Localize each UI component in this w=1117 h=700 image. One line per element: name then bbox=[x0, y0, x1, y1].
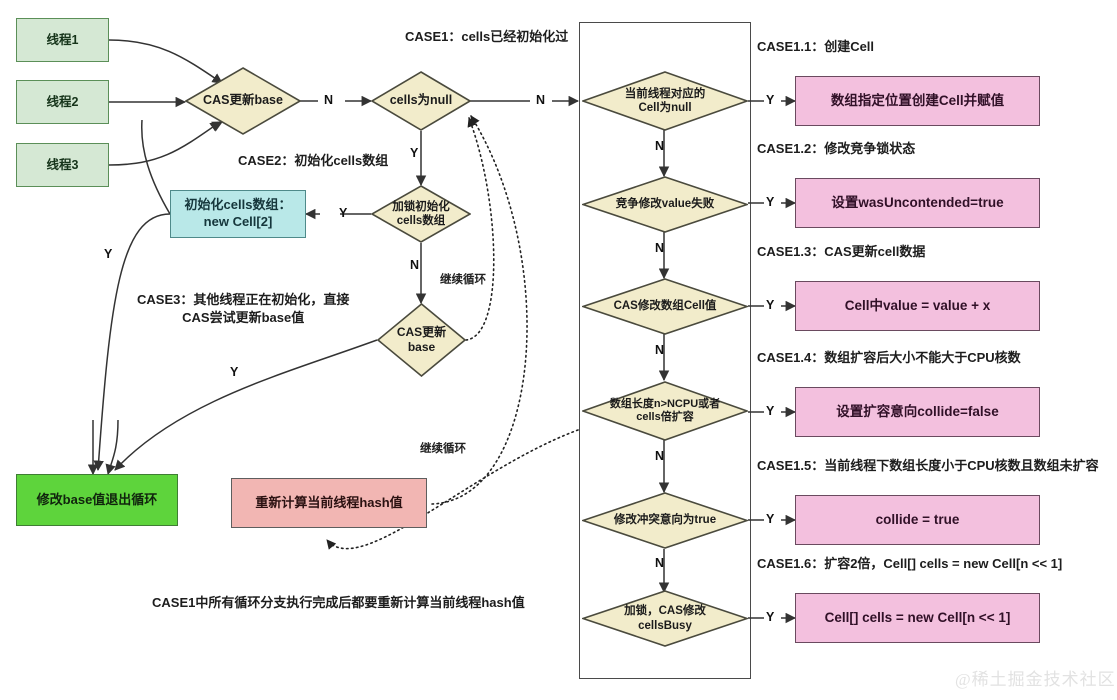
process-recompute-hash[interactable]: 重新计算当前线程hash值 bbox=[231, 478, 427, 528]
result-box-case1-2[interactable]: 设置wasUncontended=true bbox=[795, 178, 1040, 228]
caption-case1-2: CASE1.2：修改竞争锁状态 bbox=[757, 141, 916, 156]
edge-label-n-lock-to-cas2: N bbox=[410, 258, 420, 272]
edge-label-y-cells-to-lock: Y bbox=[410, 146, 419, 160]
edge-thread1-to-cas bbox=[108, 39, 223, 84]
edge-label-y-cas2-to-exit: Y bbox=[230, 365, 239, 379]
caption-case3: CASE3：其他线程正在初始化，直接 CAS尝试更新base值 bbox=[137, 292, 350, 325]
edge-label-y-case1-4: Y bbox=[766, 404, 775, 418]
edge-exit-arrow-b bbox=[105, 419, 119, 476]
edge-label-y-case1-6: Y bbox=[766, 610, 775, 624]
edge-label-y-case1-2: Y bbox=[766, 195, 775, 209]
caption-case1-1: CASE1.1：创建Cell bbox=[757, 39, 875, 54]
result-box-case1-4[interactable]: 设置扩容意向collide=false bbox=[795, 387, 1040, 437]
edge-label-y-case1-1: Y bbox=[766, 93, 775, 107]
decision-array-len-gt-ncpu[interactable]: 数组长度n>NCPU或者 cells倍扩容 bbox=[582, 381, 748, 441]
edge-dotted-hash-to-cellsnull bbox=[431, 115, 528, 505]
edge-label-y-case1-5: Y bbox=[766, 512, 775, 526]
edge-label-n-case1-3: N bbox=[655, 343, 665, 357]
edge-label-n-cells-to-column: N bbox=[536, 93, 546, 107]
caption-case1-6: CASE1.6：扩容2倍，Cell[] cells = new Cell[n <… bbox=[757, 556, 1063, 571]
decision-thread-cell-null[interactable]: 当前线程对应的 Cell为null bbox=[582, 71, 748, 131]
thread-box-1[interactable]: 线程1 bbox=[16, 18, 109, 62]
caption-loop-continue-2: 继续循环 bbox=[420, 443, 466, 455]
edge-label-y-init-to-exit: Y bbox=[104, 247, 113, 261]
decision-cells-is-null[interactable]: cells为null bbox=[371, 71, 471, 131]
caption-case1-5: CASE1.5：当前线程下数组长度小于CPU核数且数组未扩容 bbox=[757, 458, 1099, 473]
edge-thread3-to-cas bbox=[108, 121, 221, 166]
edge-label-n-case1-2: N bbox=[655, 241, 665, 255]
thread-box-3[interactable]: 线程3 bbox=[16, 143, 109, 187]
caption-footer-note: CASE1中所有循环分支执行完成后都要重新计算当前线程hash值 bbox=[152, 595, 525, 610]
edge-cas2-to-exit bbox=[114, 339, 378, 471]
watermark: @稀土掘金技术社区 bbox=[955, 670, 1116, 689]
edge-label-n-case1-5: N bbox=[655, 556, 665, 570]
result-box-case1-5[interactable]: collide = true bbox=[795, 495, 1040, 545]
result-box-case1-3[interactable]: Cell中value = value + x bbox=[795, 281, 1040, 331]
process-exit-loop[interactable]: 修改base值退出循环 bbox=[16, 474, 178, 526]
caption-case2: CASE2：初始化cells数组 bbox=[238, 153, 389, 168]
edge-dotted-cas2-to-cellsnull bbox=[465, 117, 495, 341]
result-box-case1-1[interactable]: 数组指定位置创建Cell并赋值 bbox=[795, 76, 1040, 126]
decision-modify-collide-true[interactable]: 修改冲突意向为true bbox=[582, 492, 748, 549]
case1-group-box bbox=[579, 22, 751, 679]
edge-label-n-base-to-cells: N bbox=[324, 93, 334, 107]
process-init-cells-array[interactable]: 初始化cells数组： new Cell[2] bbox=[170, 190, 306, 238]
decision-cas-update-base[interactable]: CAS更新base bbox=[185, 67, 301, 135]
edge-label-n-case1-1: N bbox=[655, 139, 665, 153]
edge-initcells-to-exit bbox=[93, 213, 171, 472]
decision-contend-modify-value-fail[interactable]: 竞争修改value失败 bbox=[582, 176, 748, 233]
edge-initcells-up bbox=[141, 119, 171, 215]
caption-case1-3: CASE1.3：CAS更新cell数据 bbox=[757, 244, 926, 259]
result-box-case1-6[interactable]: Cell[] cells = new Cell[n << 1] bbox=[795, 593, 1040, 643]
thread-box-2[interactable]: 线程2 bbox=[16, 80, 109, 124]
caption-case1-4: CASE1.4：数组扩容后大小不能大于CPU核数 bbox=[757, 350, 1021, 365]
decision-lock-init-cells[interactable]: 加锁初始化 cells数组 bbox=[371, 185, 471, 243]
edge-label-n-case1-4: N bbox=[655, 449, 665, 463]
edge-label-y-case1-3: Y bbox=[766, 298, 775, 312]
edge-label-y-lock-to-init: Y bbox=[339, 206, 348, 220]
caption-loop-continue-1: 继续循环 bbox=[440, 274, 486, 286]
decision-cas-modify-array-cell[interactable]: CAS修改数组Cell值 bbox=[582, 278, 748, 335]
decision-cas-update-base-2[interactable]: CAS更新 base bbox=[377, 303, 466, 377]
caption-case1: CASE1：cells已经初始化过 bbox=[405, 29, 569, 44]
decision-lock-cas-cellsbusy[interactable]: 加锁，CAS修改 cellsBusy bbox=[582, 590, 748, 647]
